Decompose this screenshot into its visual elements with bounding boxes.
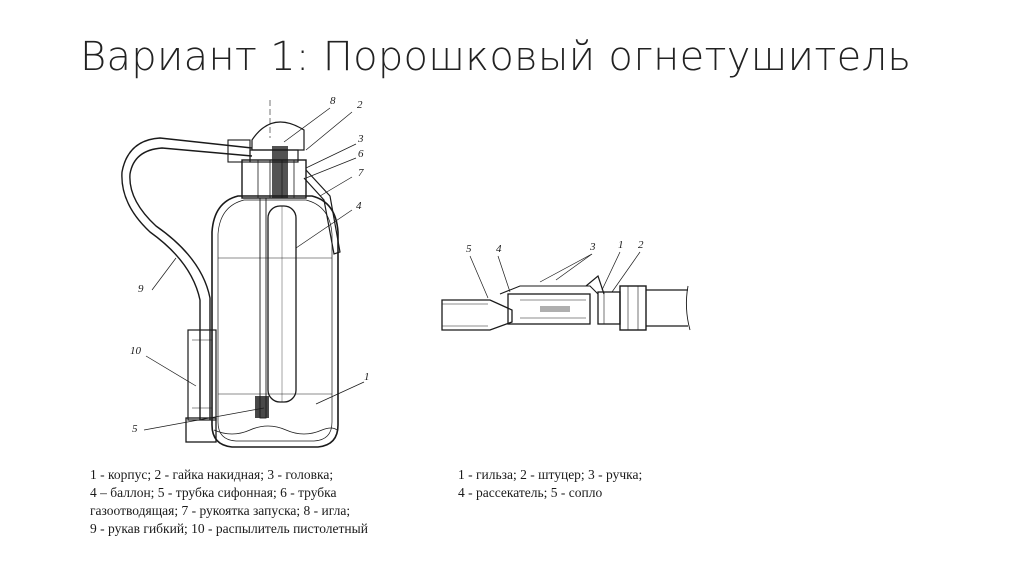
gas-cartridge: [255, 197, 297, 419]
right-part-labels: 5 4 3 1 2: [466, 239, 644, 255]
left-leader-lines: [143, 107, 365, 431]
sprayer-label-2: 2: [638, 239, 644, 251]
label-8: 8: [330, 95, 336, 107]
hose-and-nozzle: [121, 137, 253, 443]
legend-line: 1 - корпус; 2 - гайка накидная; 3 - голо…: [90, 467, 334, 482]
label-2: 2: [357, 99, 363, 111]
left-part-labels: 8 2 3 6 7 4 9 10 1 5: [130, 95, 370, 435]
extinguisher-head: [241, 100, 341, 255]
sprayer-label-1: 1: [618, 239, 624, 251]
label-1: 1: [364, 371, 370, 383]
sprayer-label-3: 3: [589, 241, 596, 253]
label-10: 10: [130, 345, 142, 357]
sprayer-legend: 1 - гильза; 2 - штуцер; 3 - ручка; 4 - р…: [458, 466, 642, 502]
label-5: 5: [132, 423, 138, 435]
label-3: 3: [357, 133, 364, 145]
label-7: 7: [358, 167, 364, 179]
slide-title: Вариант 1: Порошковый огнетушитель: [80, 34, 912, 80]
right-leader-lines: [469, 251, 641, 299]
legend-line: 1 - гильза; 2 - штуцер; 3 - ручка;: [458, 467, 643, 482]
sprayer-label-5: 5: [466, 243, 472, 255]
legend-line: 9 - рукав гибкий; 10 - распылитель писто…: [90, 521, 368, 536]
sprayer-detail: [441, 274, 691, 331]
legend-line: газоотводящая; 7 - рукоятка запуска; 8 -…: [90, 503, 351, 518]
label-6: 6: [358, 148, 364, 160]
legend-line: 4 - рассекатель; 5 - сопло: [458, 485, 603, 500]
extinguisher-body: [211, 195, 339, 448]
label-4: 4: [356, 200, 362, 212]
label-9: 9: [138, 283, 144, 295]
extinguisher-legend: 1 - корпус; 2 - гайка накидная; 3 - голо…: [90, 466, 368, 538]
sprayer-label-4: 4: [496, 243, 502, 255]
legend-line: 4 – баллон; 5 - трубка сифонная; 6 - тру…: [90, 485, 337, 500]
